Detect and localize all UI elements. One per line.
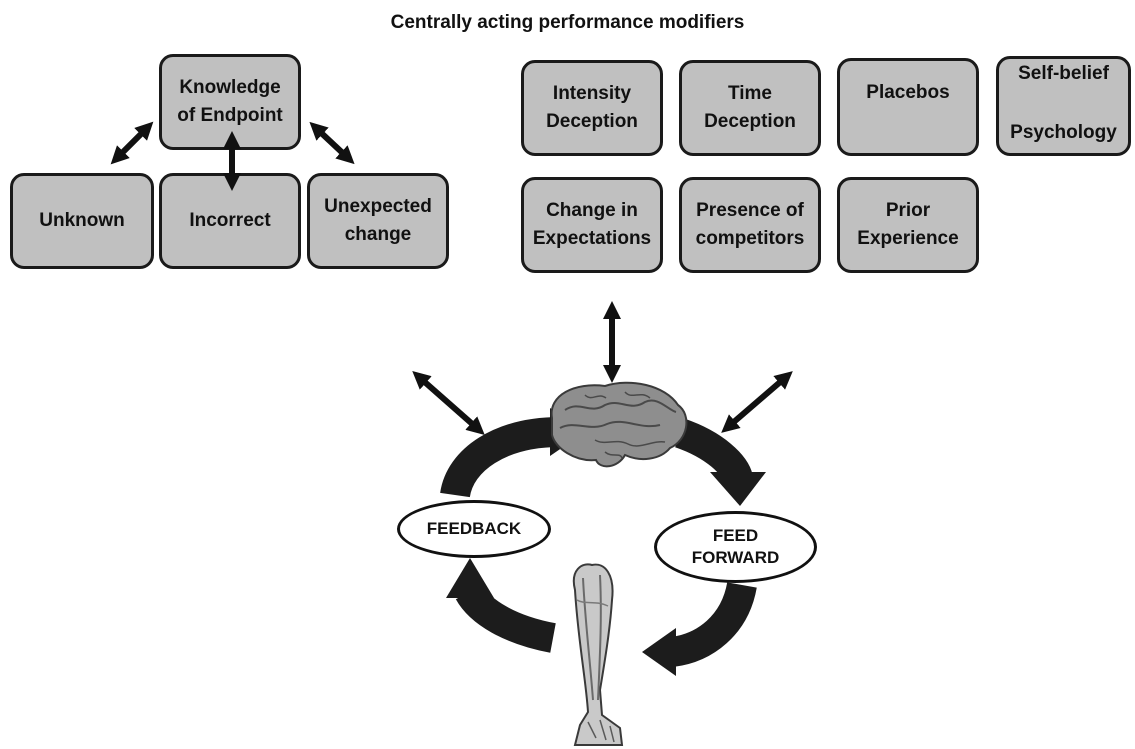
time-deception-label: Time Deception xyxy=(704,83,796,132)
feed-forward-label: FEED FORWARD xyxy=(691,525,780,567)
bottom-left-curved-arrow xyxy=(446,558,556,653)
intensity-deception-box: Intensity Deception xyxy=(521,60,663,156)
feedback-label: FEEDBACK xyxy=(426,518,522,538)
presence-of-competitors-box: Presence of competitors xyxy=(679,177,821,273)
unexpected-change-label: Unexpected change xyxy=(324,196,432,245)
diagram-title: Centrally acting performance modifiers xyxy=(390,12,745,33)
feed-forward-ellipse: FEED FORWARD xyxy=(654,511,817,583)
endpoint-to-unknown-arrow xyxy=(110,121,154,165)
knowledge-of-endpoint-label: Knowledge of Endpoint xyxy=(177,77,283,126)
unknown-box: Unknown xyxy=(10,173,154,269)
brain-icon xyxy=(550,381,688,468)
prior-experience-box: Prior Experience xyxy=(837,177,979,273)
psychology-label: Psychology xyxy=(1010,122,1117,144)
leg-muscle-icon xyxy=(572,563,624,746)
right-modifier-brain-arrow xyxy=(721,371,793,433)
endpoint-to-unexpected-change-arrow xyxy=(309,121,355,165)
change-in-expectations-label: Change in Expectations xyxy=(532,200,652,249)
unknown-label: Unknown xyxy=(39,210,125,232)
self-belief-label: Self-belief xyxy=(1018,63,1109,84)
prior-experience-label: Prior Experience xyxy=(857,200,959,249)
intensity-deception-label: Intensity Deception xyxy=(546,83,638,132)
presence-of-competitors-label: Presence of competitors xyxy=(695,200,805,249)
self-belief-psychology-box: Self-belief Psychology xyxy=(996,56,1131,156)
bottom-right-curved-arrow xyxy=(642,581,757,676)
top-right-curved-arrow xyxy=(674,418,766,506)
left-modifier-brain-arrow xyxy=(412,371,485,435)
time-deception-box: Time Deception xyxy=(679,60,821,156)
change-in-expectations-box: Change in Expectations xyxy=(521,177,663,273)
placebos-label: Placebos xyxy=(866,82,950,103)
unexpected-change-box: Unexpected change xyxy=(307,173,449,269)
feedback-ellipse: FEEDBACK xyxy=(397,500,551,558)
incorrect-label: Incorrect xyxy=(189,210,271,232)
placebos-box: Placebos xyxy=(837,58,979,156)
